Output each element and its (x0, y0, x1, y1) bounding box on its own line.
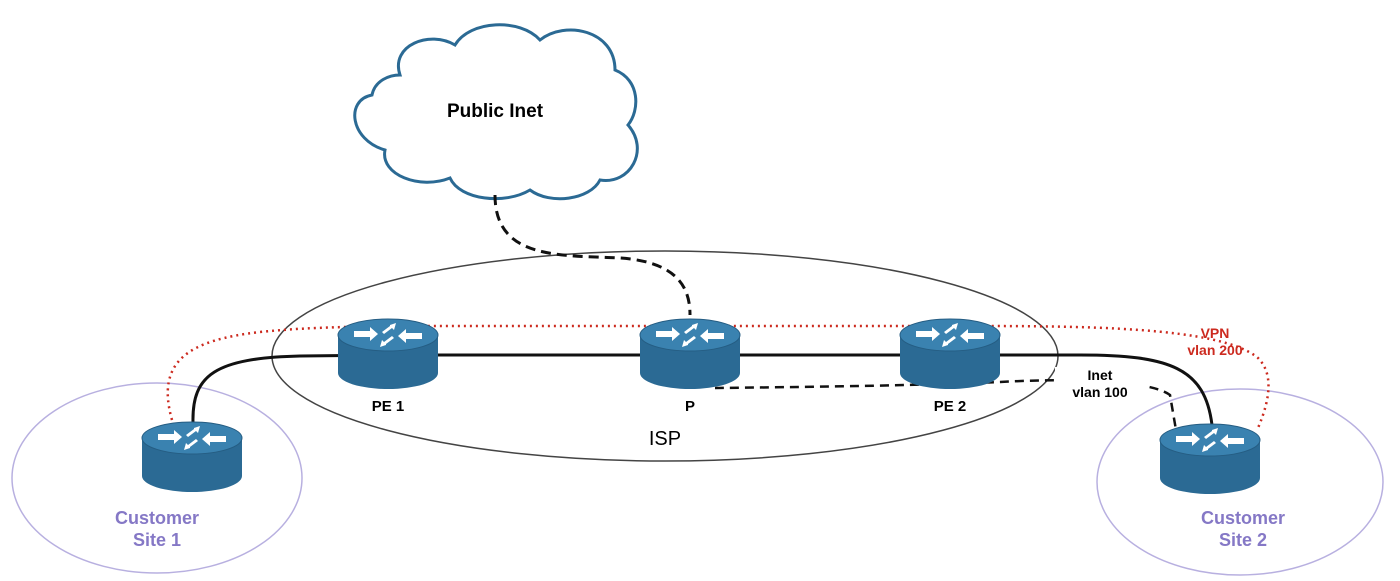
site-1-label: Customer Site 1 (92, 508, 222, 551)
site-2-label: Customer Site 2 (1178, 508, 1308, 551)
cloud-link (493, 194, 692, 316)
router-pe2-label: PE 2 (933, 398, 967, 415)
vpn-link-label-line2: vlan 200 (1187, 341, 1243, 358)
router-p-icon[interactable] (639, 318, 741, 390)
router-site2-icon[interactable] (1159, 423, 1261, 495)
router-pe1-label: PE 1 (371, 398, 405, 415)
vpn-path (166, 324, 1270, 429)
site-1-ring (11, 382, 303, 574)
cloud-label: Public Inet (446, 101, 544, 122)
site-1-label-line1: Customer (114, 508, 199, 528)
vpn-link-label: VPN vlan 200 (1170, 325, 1260, 359)
solid-link-site1 (191, 353, 391, 423)
solid-link-site2 (950, 353, 1214, 426)
isp-label: ISP (648, 428, 682, 450)
inet-link-label: Inet vlan 100 (1055, 367, 1145, 401)
router-pe1-icon[interactable] (337, 318, 439, 390)
site-2-label-line2: Site 2 (1218, 529, 1268, 550)
site-2-label-line1: Customer (1200, 508, 1285, 528)
router-site1-icon[interactable] (141, 421, 243, 493)
inet-link-label-line1: Inet (1087, 367, 1113, 383)
vpn-link-label-line1: VPN (1200, 325, 1230, 341)
router-p-label: P (684, 398, 695, 415)
site-2-ring (1096, 388, 1384, 576)
site-1-label-line2: Site 1 (132, 529, 182, 550)
router-pe2-icon[interactable] (899, 318, 1001, 390)
inet-link-label-line2: vlan 100 (1072, 383, 1128, 400)
cloud-shape (353, 23, 639, 201)
